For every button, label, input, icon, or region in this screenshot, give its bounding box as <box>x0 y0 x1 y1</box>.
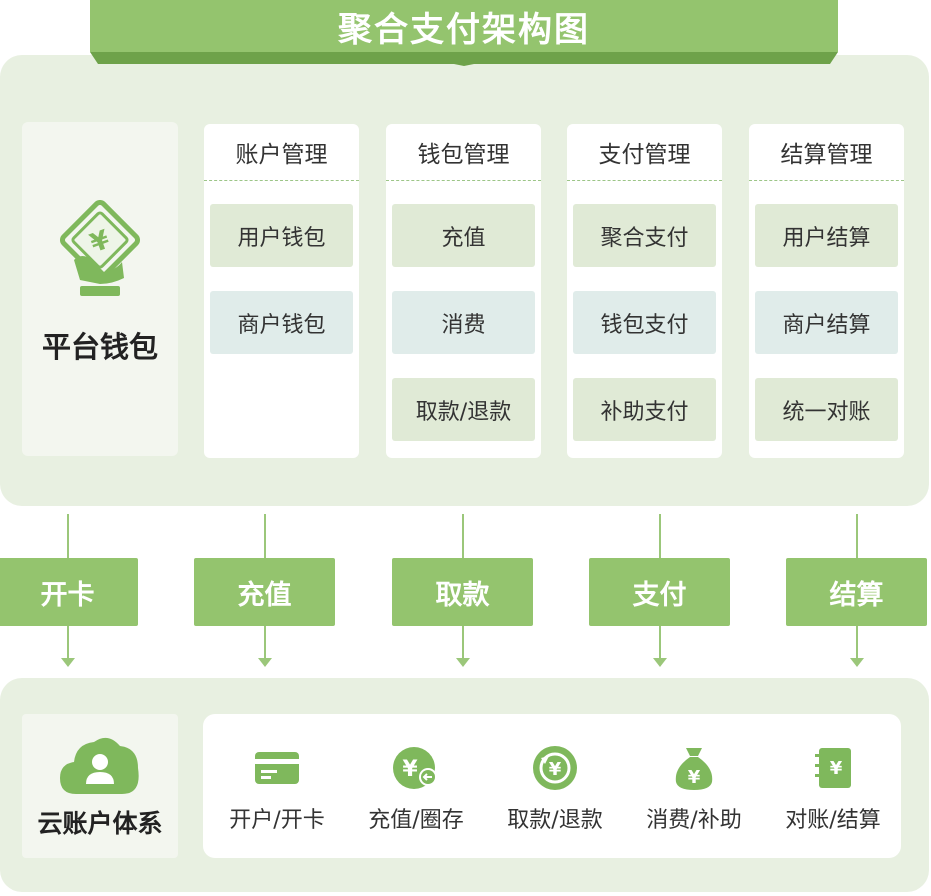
flow-payment: 支付 <box>589 558 730 626</box>
subsidy-payment-item: 补助支付 <box>573 378 716 441</box>
user-wallet-item: 用户钱包 <box>210 204 353 267</box>
wallet-payment-item: 钱包支付 <box>573 291 716 354</box>
withdraw-refund-item: 取款/退款 <box>392 378 535 441</box>
account-management-title: 账户管理 <box>204 124 359 181</box>
service-consume: ¥ 消费/补助 <box>624 714 764 858</box>
consume-item: 消费 <box>392 291 535 354</box>
wallet-card-hand-icon: ¥ <box>60 200 140 296</box>
recharge-item: 充值 <box>392 204 535 267</box>
platform-wallet-label: 平台钱包 <box>41 330 158 364</box>
service-open-account-label: 开户/开卡 <box>229 808 325 833</box>
diagram-title: 聚合支付架构图 <box>90 0 838 52</box>
merchant-wallet-item: 商户钱包 <box>210 291 353 354</box>
arrow-down-icon <box>850 658 864 667</box>
service-reconcile: ¥ 对账/结算 <box>763 714 903 858</box>
merchant-settlement-item: 商户结算 <box>755 291 898 354</box>
payment-management-column: 支付管理 聚合支付 钱包支付 补助支付 <box>567 124 722 458</box>
services-card: 开户/开卡 ¥ 充值/圈存 ¥ 取款/退款 ¥ 消费/补助 <box>203 714 901 858</box>
service-reconcile-label: 对账/结算 <box>785 808 881 833</box>
unified-reconciliation-item: 统一对账 <box>755 378 898 441</box>
flow-recharge: 充值 <box>194 558 335 626</box>
payment-management-title: 支付管理 <box>567 124 722 181</box>
svg-text:¥: ¥ <box>549 759 562 780</box>
user-settlement-item: 用户结算 <box>755 204 898 267</box>
arrow-down-icon <box>258 658 272 667</box>
service-withdraw-label: 取款/退款 <box>507 808 603 833</box>
wallet-management-column: 钱包管理 充值 消费 取款/退款 <box>386 124 541 458</box>
wallet-management-title: 钱包管理 <box>386 124 541 181</box>
ledger-icon: ¥ <box>815 748 851 788</box>
settlement-management-column: 结算管理 用户结算 商户结算 统一对账 <box>749 124 904 458</box>
flow-settlement: 结算 <box>786 558 927 626</box>
settlement-management-title: 结算管理 <box>749 124 904 181</box>
aggregate-payment-item: 聚合支付 <box>573 204 716 267</box>
yen-refund-icon: ¥ <box>533 746 577 790</box>
platform-wallet-card: ¥ 平台钱包 <box>22 122 178 456</box>
service-open-account: 开户/开卡 <box>207 714 347 858</box>
service-recharge-label: 充值/圈存 <box>368 808 464 833</box>
service-withdraw: ¥ 取款/退款 <box>485 714 625 858</box>
account-management-column: 账户管理 用户钱包 商户钱包 <box>204 124 359 458</box>
cloud-account-card: 云账户体系 <box>22 714 178 858</box>
flow-withdraw: 取款 <box>392 558 533 626</box>
money-bag-icon: ¥ <box>675 748 713 790</box>
cloud-account-label: 云账户体系 <box>37 809 163 838</box>
title-banner-pointer <box>90 52 838 66</box>
arrow-down-icon <box>61 658 75 667</box>
flow-open-card: 开卡 <box>0 558 138 626</box>
yen-deposit-icon: ¥ <box>393 747 437 789</box>
card-icon <box>255 752 299 784</box>
svg-text:¥: ¥ <box>830 758 843 779</box>
service-recharge: ¥ 充值/圈存 <box>346 714 486 858</box>
arrow-down-icon <box>653 658 667 667</box>
service-consume-label: 消费/补助 <box>646 808 742 833</box>
svg-text:¥: ¥ <box>402 757 418 782</box>
arrow-down-icon <box>456 658 470 667</box>
svg-text:¥: ¥ <box>688 767 701 788</box>
cloud-user-icon <box>60 737 139 794</box>
